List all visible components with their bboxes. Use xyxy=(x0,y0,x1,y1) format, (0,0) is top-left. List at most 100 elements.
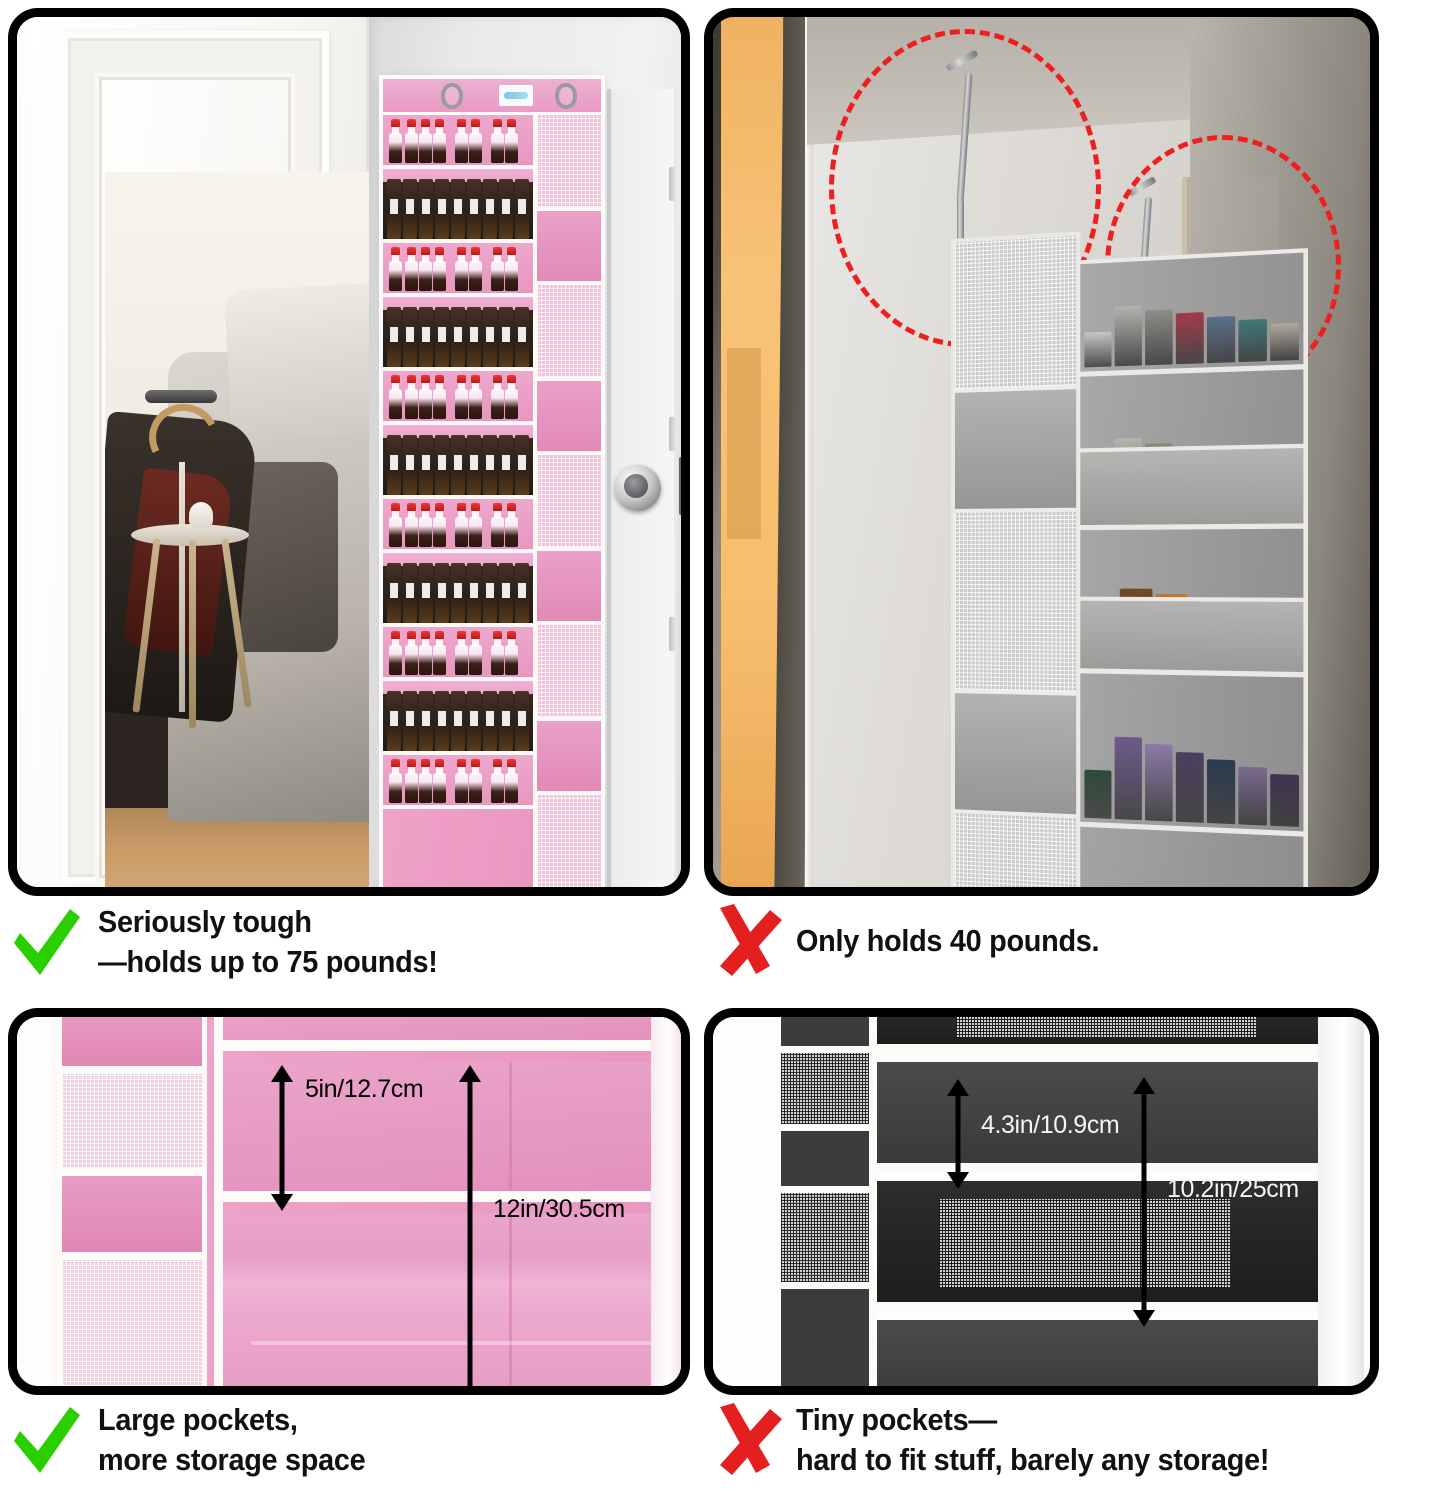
soda-bottle xyxy=(469,631,482,675)
filled-pocket-row xyxy=(383,425,533,499)
soda-bottle xyxy=(491,631,504,675)
stored-item xyxy=(1238,766,1267,826)
pocket-seam xyxy=(509,1213,513,1386)
stored-bottle xyxy=(467,179,481,239)
filled-pocket-row xyxy=(383,553,533,627)
stored-bottle xyxy=(435,563,449,623)
pocket-flap xyxy=(1080,443,1304,526)
side-solid-pocket xyxy=(537,551,601,625)
stored-bottle xyxy=(451,435,465,495)
stored-bottle xyxy=(483,307,497,367)
side-pocket-solid xyxy=(57,1017,207,1071)
stored-bottle xyxy=(515,691,529,751)
sofa-backrest xyxy=(224,281,370,441)
photo-panel-pink-organizer xyxy=(8,8,690,896)
soda-bottle xyxy=(405,759,418,803)
side-pocket-column xyxy=(781,1017,877,1386)
pocket-flap xyxy=(1080,596,1304,673)
stored-bottle xyxy=(403,307,417,367)
stored-bottle xyxy=(499,435,513,495)
arrow-shaft xyxy=(1141,1091,1147,1313)
side-mesh-pocket xyxy=(537,115,601,211)
door-hinge xyxy=(669,417,676,451)
stored-bottle xyxy=(387,179,401,239)
side-pocket-solid xyxy=(781,1289,869,1386)
filled-pocket-row xyxy=(383,297,533,371)
stored-bottle xyxy=(403,435,417,495)
soda-bottle xyxy=(469,759,482,803)
stored-bottle xyxy=(387,307,401,367)
organizer-front-shelves xyxy=(1076,248,1308,887)
arrow-head-down xyxy=(271,1194,293,1211)
dimension-label-shallow: 5in/12.7cm xyxy=(305,1075,424,1103)
pocket-row xyxy=(877,1017,1318,1053)
caption-tiny-pockets: Tiny pockets— hard to fit stuff, barely … xyxy=(708,1400,1305,1479)
soda-bottle xyxy=(389,119,402,163)
dimension-arrow-deep xyxy=(457,1065,483,1386)
side-pocket-mesh xyxy=(57,1255,207,1386)
soda-bottle xyxy=(455,631,468,675)
stored-item xyxy=(1175,751,1204,823)
dimension-label-deep: 12in/30.5cm xyxy=(493,1195,625,1223)
table-leg xyxy=(189,540,196,728)
soda-bottle xyxy=(505,119,518,163)
caption-text: Large pockets, more storage space xyxy=(98,1402,366,1477)
organizer-side-mesh-pockets xyxy=(533,115,601,887)
photo-pink-pockets-closeup: 5in/12.7cm 12in/30.5cm xyxy=(17,1017,681,1386)
soda-bottle xyxy=(405,119,418,163)
soda-bottle xyxy=(419,119,432,163)
arrow-shaft xyxy=(955,1093,961,1175)
soda-bottle xyxy=(469,375,482,419)
arrow-head-down xyxy=(1133,1310,1155,1327)
soda-bottle xyxy=(469,503,482,547)
check-icon xyxy=(10,903,84,981)
soda-bottle xyxy=(419,631,432,675)
stored-bottle xyxy=(451,691,465,751)
front-pocket-column xyxy=(223,1017,681,1386)
stored-bottle xyxy=(435,307,449,367)
side-mesh-pocket xyxy=(537,285,601,381)
door-strike-plate xyxy=(679,457,681,515)
dimension-arrow-deep xyxy=(1131,1077,1157,1327)
stored-bottle xyxy=(451,307,465,367)
soda-bottle xyxy=(455,375,468,419)
soda-bottle xyxy=(491,503,504,547)
side-table-top xyxy=(131,524,249,546)
stored-item xyxy=(1084,331,1112,368)
brand-tag xyxy=(499,85,533,106)
organizer-side-panel xyxy=(951,231,1081,887)
soda-bottle xyxy=(433,631,446,675)
soda-bottle xyxy=(505,247,518,291)
arrow-head-up xyxy=(271,1065,293,1082)
soda-bottle xyxy=(389,247,402,291)
cross-icon xyxy=(708,1401,782,1479)
pocket-row-shallow xyxy=(223,1062,681,1202)
soda-bottle xyxy=(433,375,446,419)
door-edge-highlight xyxy=(805,17,813,887)
stored-bottle xyxy=(499,563,513,623)
side-mesh-pocket xyxy=(537,795,601,887)
quadrant-top-left: Seriously tough —holds up to 75 pounds! xyxy=(0,0,700,1000)
soda-bottle xyxy=(505,631,518,675)
soda-bottle xyxy=(469,247,482,291)
organizer-right-edge xyxy=(651,1017,681,1386)
soda-bottle xyxy=(505,759,518,803)
soda-bottle xyxy=(491,119,504,163)
caption-seriously-tough: Seriously tough —holds up to 75 pounds! xyxy=(10,902,463,981)
dimension-label-shallow: 4.3in/10.9cm xyxy=(981,1111,1120,1139)
soda-bottle xyxy=(455,119,468,163)
soda-bottle xyxy=(433,503,446,547)
living-room-view xyxy=(105,172,370,887)
stored-items xyxy=(1084,291,1299,368)
stored-bottle xyxy=(515,179,529,239)
caption-text: Seriously tough —holds up to 75 pounds! xyxy=(98,904,438,979)
soda-bottle xyxy=(433,759,446,803)
arrow-head-up xyxy=(1133,1077,1155,1094)
arrow-head-up xyxy=(947,1079,969,1096)
stored-bottle xyxy=(499,179,513,239)
caption-only-holds-40: Only holds 40 pounds. xyxy=(708,902,1122,980)
soda-bottle xyxy=(491,759,504,803)
shelf-pocket xyxy=(1080,673,1304,837)
stored-bottle xyxy=(451,563,465,623)
